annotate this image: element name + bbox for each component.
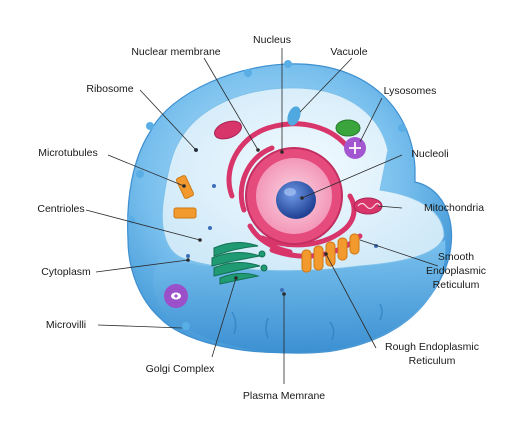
leader-endpoints bbox=[182, 148, 328, 296]
label-rough-er-2: Reticulum bbox=[409, 355, 456, 367]
label-cytoplasm: Cytoplasm bbox=[41, 266, 91, 278]
vacuole-shape bbox=[287, 106, 301, 126]
label-rough-er-1: Rough Endoplasmic bbox=[385, 341, 479, 353]
label-microvilli: Microvilli bbox=[46, 319, 86, 331]
label-smooth-er-1: Smooth bbox=[438, 251, 474, 263]
label-nuclear-membrane: Nuclear membrane bbox=[131, 46, 220, 58]
nucleolus-highlight bbox=[284, 188, 296, 196]
label-lysosomes: Lysosomes bbox=[384, 85, 437, 97]
smooth-er-shape bbox=[301, 233, 360, 273]
microvilli-bumps bbox=[127, 60, 406, 330]
mitochondria-shape bbox=[214, 119, 383, 215]
label-golgi-complex: Golgi Complex bbox=[146, 363, 216, 375]
vesicle-shape bbox=[164, 284, 188, 308]
labels: Nucleus Nuclear membrane Vacuole Ribosom… bbox=[37, 34, 486, 402]
label-mitochondria: Mitochondria bbox=[424, 202, 484, 214]
nucleolus-shape bbox=[276, 181, 316, 219]
label-smooth-er-2: Endoplasmic bbox=[426, 265, 486, 277]
membrane-folds bbox=[231, 303, 383, 341]
label-ribosome: Ribosome bbox=[86, 83, 133, 95]
label-nucleoli: Nucleoli bbox=[411, 148, 448, 160]
golgi-complex-shape bbox=[211, 242, 268, 285]
leader-lines bbox=[85, 48, 439, 384]
label-nucleus: Nucleus bbox=[253, 34, 291, 46]
label-plasma-membrane: Plasma Memrane bbox=[243, 390, 325, 402]
label-smooth-er-3: Reticulum bbox=[433, 279, 480, 291]
lysosome-shape bbox=[344, 137, 366, 159]
label-vacuole: Vacuole bbox=[330, 46, 367, 58]
label-microtubules: Microtubules bbox=[38, 147, 98, 159]
label-centrioles: Centrioles bbox=[37, 203, 84, 215]
